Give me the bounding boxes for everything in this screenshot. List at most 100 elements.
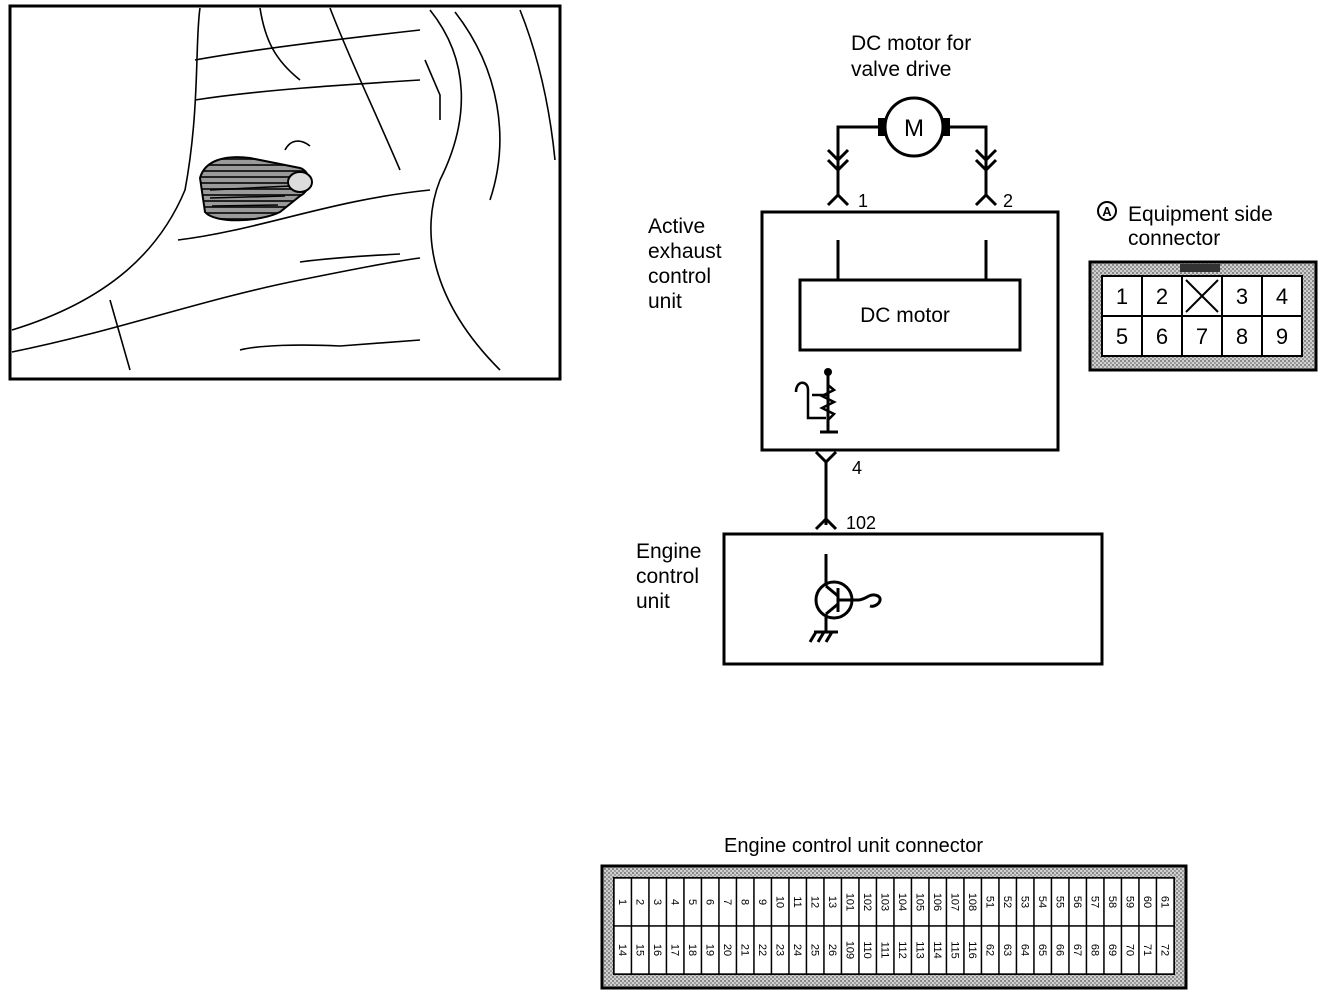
ecu-connector-title: Engine control unit connector <box>724 835 983 857</box>
engine-unit-label-line2: control <box>636 565 699 588</box>
ecu-pin-number: 70 <box>1123 944 1135 956</box>
equipment-pin-number: 1 <box>1116 284 1128 309</box>
ecu-pin-number: 19 <box>703 944 715 956</box>
ecu-pin-number: 60 <box>1141 896 1153 908</box>
ecu-pin-number: 14 <box>616 944 628 956</box>
ecu-pin-number: 103 <box>878 893 890 911</box>
blank-cell-cross <box>1185 279 1219 313</box>
ecu-pin-number: 71 <box>1141 944 1153 956</box>
ecu-pin-number: 63 <box>1001 944 1013 956</box>
engine-control-unit-box <box>722 532 1104 666</box>
wire-motor-left <box>836 125 878 195</box>
equipment-cell <box>1141 275 1183 317</box>
equipment-pin-number: 7 <box>1196 324 1208 349</box>
engine-unit-label-line3: unit <box>636 590 670 613</box>
ecu-pin-number: 64 <box>1018 944 1030 956</box>
pin-1-label: 1 <box>858 191 868 211</box>
ecu-pin-number: 53 <box>1018 896 1030 908</box>
ecu-pin-number: 72 <box>1158 944 1170 956</box>
equipment-pin-number: 6 <box>1156 324 1168 349</box>
ecu-pin-number: 54 <box>1036 896 1048 908</box>
active-unit-label-line1: Active <box>648 215 705 238</box>
ecu-cell <box>1155 925 1175 975</box>
ecu-pin-number: 3 <box>651 899 663 905</box>
transistor-symbol <box>808 554 882 643</box>
ecu-pin-number: 15 <box>633 944 645 956</box>
ecu-pin-number: 18 <box>686 944 698 956</box>
ecu-pin-number: 23 <box>773 944 785 956</box>
ecu-pin-number: 111 <box>878 942 890 959</box>
ecu-pin-number: 5 <box>686 899 698 905</box>
ecu-pin-number: 16 <box>651 944 663 956</box>
ecu-pin-number: 59 <box>1123 896 1135 908</box>
equipment-cell <box>1141 315 1183 357</box>
ecu-pin-number: 8 <box>738 899 750 905</box>
equipment-pin-number: 8 <box>1236 324 1248 349</box>
ecu-pin-number: 51 <box>983 896 995 908</box>
pin-4-label: 4 <box>852 458 862 478</box>
ecu-pin-number: 55 <box>1053 896 1065 908</box>
motor-label-line1: DC motor for <box>851 32 971 55</box>
ecu-pin-number: 102 <box>861 893 873 911</box>
ecu-pin-number: 108 <box>966 893 978 911</box>
ecu-pin-number: 107 <box>948 893 960 911</box>
marker-a: A <box>1102 204 1112 219</box>
ecu-pin-number: 26 <box>826 944 838 956</box>
equipment-connector-label-line1: Equipment side <box>1128 203 1273 226</box>
ecu-pin-number: 11 <box>791 896 803 907</box>
pin-2-label: 2 <box>1003 191 1013 211</box>
ecu-pin-number: 57 <box>1088 896 1100 908</box>
active-unit-label-line3: control <box>648 265 711 288</box>
ecu-pin-number: 4 <box>668 899 680 905</box>
ecu-pin-number: 62 <box>983 944 995 956</box>
ecu-pin-number: 13 <box>826 896 838 908</box>
pin-102-label: 102 <box>846 513 876 533</box>
ecu-pin-number: 66 <box>1053 944 1065 956</box>
ecu-pin-number: 25 <box>808 944 820 956</box>
ecu-pin-number: 101 <box>843 893 855 911</box>
equipment-pin-number: 9 <box>1276 324 1288 349</box>
ecu-pin-number: 10 <box>773 896 785 908</box>
ecu-pin-number: 67 <box>1071 944 1083 956</box>
ecu-pin-number: 6 <box>703 899 715 905</box>
ecu-pin-number: 9 <box>756 899 768 905</box>
equipment-connector-label-line2: connector <box>1128 227 1220 250</box>
ecu-pin-number: 1 <box>616 899 628 905</box>
ecu-pin-number: 116 <box>966 941 978 959</box>
ecu-pin-number: 114 <box>931 941 943 959</box>
dc-motor-box-label: DC motor <box>860 304 950 327</box>
ecu-pin-number: 109 <box>843 941 855 959</box>
ecu-pin-number: 105 <box>913 893 925 911</box>
equipment-pin-number: 3 <box>1236 284 1248 309</box>
ecu-pin-number: 104 <box>896 893 908 911</box>
ecu-pin-number: 106 <box>931 893 943 911</box>
marker-a-circle <box>1097 201 1117 221</box>
plug-102 <box>814 516 838 531</box>
equipment-cell <box>1101 315 1143 357</box>
wire-motor-right <box>950 125 988 195</box>
internal-wires <box>836 240 988 280</box>
position-switch-symbol <box>794 368 838 434</box>
active-unit-label-line4: unit <box>648 290 682 313</box>
ecu-pin-number: 12 <box>808 896 820 908</box>
ecu-pin-number: 20 <box>721 944 733 956</box>
equipment-pin-number: 4 <box>1276 284 1288 309</box>
ecu-pin-number: 65 <box>1036 944 1048 956</box>
engine-unit-label-line1: Engine <box>636 540 701 563</box>
ecu-pin-number: 2 <box>633 899 645 905</box>
plug-4 <box>814 450 838 465</box>
dc-motor: M <box>878 96 950 158</box>
ecu-pin-number: 61 <box>1158 896 1170 908</box>
equipment-cell <box>1261 315 1303 357</box>
equipment-cell <box>1221 275 1263 317</box>
motor-label-line2: valve drive <box>851 58 951 81</box>
ecu-pin-number: 69 <box>1106 944 1118 956</box>
ecu-pin-number: 113 <box>913 941 925 959</box>
ecu-pin-number: 110 <box>861 941 873 959</box>
dc-motor-box <box>798 278 1022 352</box>
ecu-pin-number: 58 <box>1106 896 1118 908</box>
ecu-pin-number: 52 <box>1001 896 1013 908</box>
